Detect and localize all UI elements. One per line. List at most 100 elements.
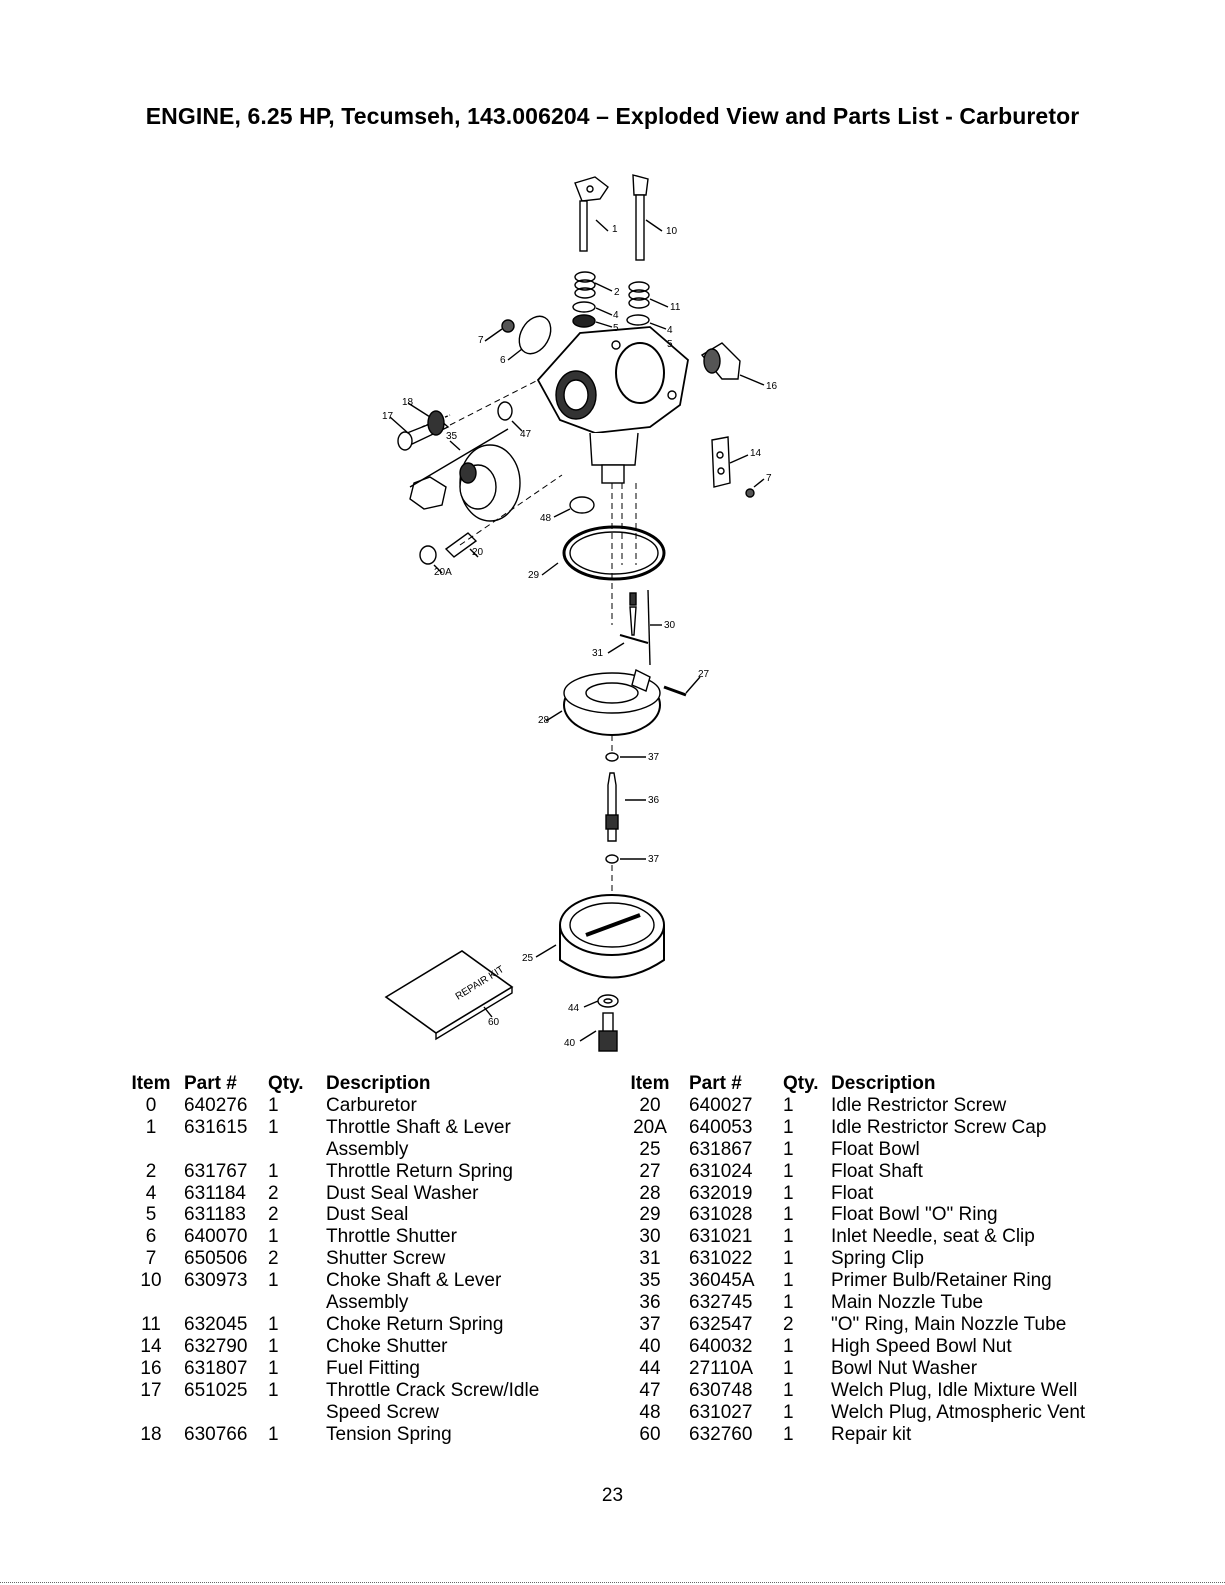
crack-screw-part [389, 402, 451, 451]
quantity: 1 [783, 1204, 794, 1226]
description: Float [831, 1182, 874, 1204]
part-number: 630748 [689, 1379, 753, 1401]
part-number: 632760 [689, 1423, 753, 1445]
description: Choke Return Spring [326, 1313, 504, 1335]
part-number [184, 1139, 268, 1161]
part-number: 631615 [184, 1116, 248, 1138]
header-item: Item [630, 1073, 670, 1094]
item-number: 2 [145, 1160, 157, 1182]
callout-48: 48 [540, 513, 552, 524]
item-number: 25 [639, 1138, 661, 1160]
quantity: 1 [783, 1379, 794, 1401]
callout-36: 36 [648, 795, 660, 806]
part-number: 630766 [184, 1423, 248, 1445]
item-number: 0 [145, 1094, 157, 1116]
callout-27: 27 [698, 669, 710, 680]
callout-17: 17 [382, 411, 394, 422]
description: Float Bowl [831, 1138, 920, 1160]
item-number: 5 [145, 1204, 157, 1226]
idle-restrictor-part [419, 532, 479, 574]
callout-35: 35 [446, 431, 458, 442]
callout-4-right: 4 [667, 325, 673, 336]
item-number: 35 [639, 1270, 661, 1292]
part-number: 631184 [184, 1182, 246, 1204]
carburetor-exploded-view: REPAIR KIT 1 10 2 11 4 5 4 5 7 6 16 18 1… [382, 174, 778, 1052]
quantity [268, 1292, 326, 1314]
header-description: Description [326, 1073, 431, 1094]
part-number: 631024 [689, 1160, 753, 1182]
item-number: 20 [639, 1094, 661, 1116]
item-number: 20A [633, 1116, 667, 1138]
item-number [118, 1402, 184, 1424]
item-number: 1 [145, 1116, 157, 1138]
table-row: 0 640276 1 Carburetor [118, 1095, 606, 1117]
callout-7-left: 7 [478, 335, 484, 346]
part-number [184, 1402, 268, 1424]
quantity: 2 [268, 1204, 279, 1226]
description: Spring Clip [831, 1248, 924, 1270]
description: Dust Seal Washer [326, 1182, 479, 1204]
callout-60: 60 [488, 1017, 500, 1028]
table-row: Assembly [118, 1292, 606, 1314]
part-number: 640276 [184, 1094, 248, 1116]
part-number: 36045A [689, 1270, 755, 1292]
item-number: 31 [639, 1248, 661, 1270]
item-number: 48 [639, 1401, 661, 1423]
item-number [118, 1139, 184, 1161]
quantity: 1 [783, 1335, 794, 1357]
part-number: 632790 [184, 1335, 248, 1357]
item-number: 36 [639, 1292, 661, 1314]
description: Repair kit [831, 1423, 912, 1445]
description: Welch Plug, Idle Mixture Well [831, 1379, 1078, 1401]
callout-29: 29 [528, 570, 540, 581]
quantity: 1 [268, 1094, 279, 1116]
left-seal-stack [572, 271, 613, 328]
callout-16: 16 [766, 381, 778, 392]
header-description: Description [831, 1073, 936, 1094]
description: Fuel Fitting [326, 1357, 420, 1379]
item-number: 14 [140, 1335, 162, 1357]
part-number: 651025 [184, 1379, 248, 1401]
quantity: 2 [783, 1313, 794, 1335]
throttle-shaft-part [574, 176, 609, 252]
callout-14: 14 [750, 448, 762, 459]
quantity: 1 [783, 1138, 794, 1160]
part-number: 631021 [689, 1226, 753, 1248]
part-number: 640027 [689, 1094, 753, 1116]
part-number: 631027 [689, 1401, 753, 1423]
description: Carburetor [326, 1094, 417, 1116]
alignment-lines [449, 379, 637, 900]
item-number: 17 [140, 1379, 162, 1401]
quantity: 1 [783, 1094, 794, 1116]
quantity: 1 [268, 1335, 279, 1357]
parts-header-row: Item Part # Qty. Description [625, 1073, 1111, 1095]
callout-25: 25 [522, 953, 534, 964]
quantity: 1 [268, 1160, 279, 1182]
quantity: 1 [268, 1270, 279, 1292]
quantity: 1 [268, 1116, 279, 1138]
description: Bowl Nut Washer [831, 1357, 978, 1379]
item-number: 60 [639, 1423, 661, 1445]
part-number: 640032 [689, 1335, 753, 1357]
quantity: 1 [783, 1248, 794, 1270]
quantity: 1 [783, 1160, 794, 1182]
exploded-view-diagram: REPAIR KIT 1 10 2 11 4 5 4 5 7 6 16 18 1… [350, 165, 810, 1070]
quantity: 1 [268, 1423, 279, 1445]
